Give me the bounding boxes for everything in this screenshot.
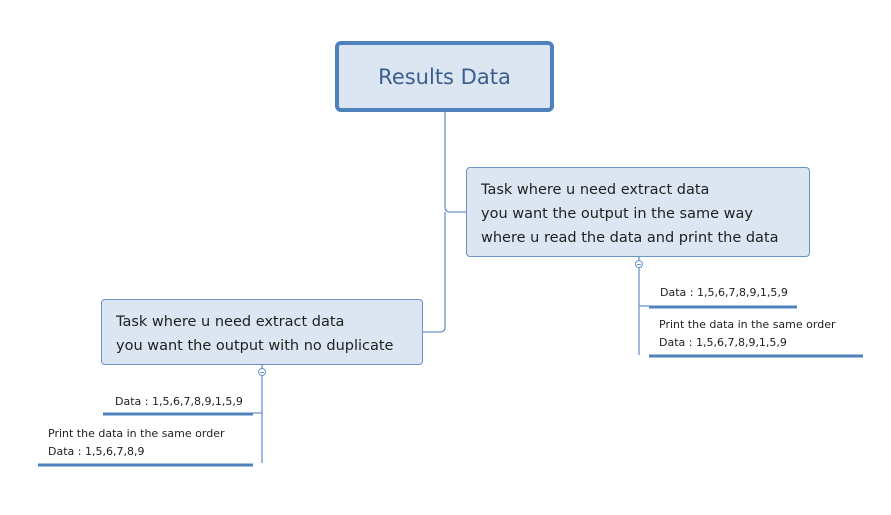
leaf-line: Data : 1,5,6,7,8,9: [48, 445, 145, 458]
leaf-node-input-data[interactable]: Data : 1,5,6,7,8,9,1,5,9: [115, 393, 243, 411]
root-title: Results Data: [378, 64, 511, 89]
topic-line: you want the output in the same way: [481, 206, 753, 222]
leaf-node-output-data[interactable]: Print the data in the same order Data : …: [48, 425, 224, 461]
root-node[interactable]: Results Data: [335, 41, 554, 112]
connector-root-to-left: [423, 212, 446, 333]
topic-line: you want the output with no duplicate: [116, 338, 394, 354]
leaf-line: Print the data in the same order: [48, 427, 225, 440]
topic-line: Task where u need extract data: [481, 182, 710, 198]
topic-line: where u read the data and print the data: [481, 230, 779, 246]
topic-line: Task where u need extract data: [116, 314, 345, 330]
connector-root-to-right: [444, 112, 466, 213]
topic-node-no-duplicate[interactable]: Task where u need extract data you want …: [101, 299, 423, 365]
collapse-toggle-icon[interactable]: [635, 260, 643, 268]
leaf-line: Print the data in the same order: [659, 318, 836, 331]
collapse-toggle-icon[interactable]: [258, 368, 266, 376]
topic-node-same-way[interactable]: Task where u need extract data you want …: [466, 167, 810, 257]
leaf-line: Data : 1,5,6,7,8,9,1,5,9: [115, 395, 243, 408]
leaf-line: Data : 1,5,6,7,8,9,1,5,9: [660, 286, 788, 299]
leaf-node-input-data[interactable]: Data : 1,5,6,7,8,9,1,5,9: [660, 284, 788, 302]
leaf-line: Data : 1,5,6,7,8,9,1,5,9: [659, 336, 787, 349]
leaf-node-output-data[interactable]: Print the data in the same order Data : …: [659, 316, 835, 352]
